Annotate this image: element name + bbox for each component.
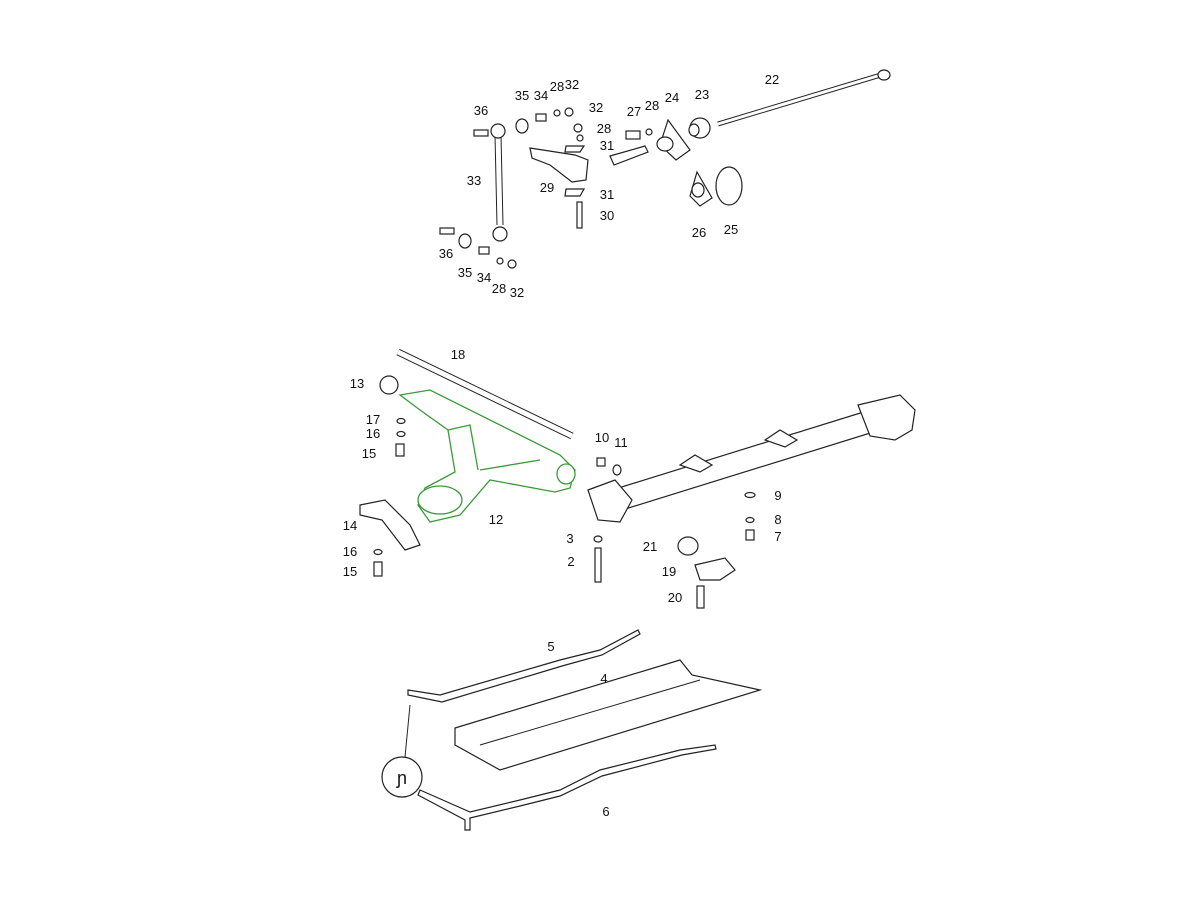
bushing-23[interactable]	[688, 117, 711, 139]
bolt-27[interactable]	[625, 130, 641, 140]
lower-bushings[interactable]	[439, 227, 517, 269]
bracket-14[interactable]	[359, 499, 421, 551]
stabilizer-bar-22[interactable]	[717, 69, 891, 127]
hardware-15-16[interactable]	[373, 548, 383, 577]
skid-plate-4[interactable]	[454, 659, 763, 771]
bracket-26[interactable]	[689, 170, 713, 207]
callout-6: 6	[602, 804, 609, 819]
callout-35: 35	[458, 265, 472, 280]
callout-19: 19	[662, 564, 676, 579]
callout-23: 23	[695, 87, 709, 102]
callout-22: 22	[765, 72, 779, 87]
callout-28: 28	[492, 281, 506, 296]
callout-31: 31	[600, 138, 614, 153]
plate-31b[interactable]	[564, 188, 586, 197]
callout-25: 25	[724, 222, 738, 237]
callout-11: 11	[614, 435, 628, 450]
crossmember-tube[interactable]	[587, 394, 916, 523]
callout-18: 18	[451, 347, 465, 362]
callout-28: 28	[597, 121, 611, 136]
callout-28: 28	[645, 98, 659, 113]
detail-marker-glyph: ɲ	[396, 768, 407, 788]
callout-29: 29	[540, 180, 554, 195]
callout-36: 36	[474, 103, 488, 118]
callout-36: 36	[439, 246, 453, 261]
callout-27: 27	[627, 104, 641, 119]
hardware-7-9[interactable]	[744, 491, 756, 541]
link-rod-33[interactable]	[490, 123, 508, 242]
cover-25[interactable]	[715, 166, 743, 206]
callout-3: 3	[566, 531, 573, 546]
small-parts-left[interactable]	[395, 417, 406, 457]
callout-15: 15	[362, 446, 376, 461]
bushing-21[interactable]	[677, 536, 699, 556]
detail-marker: ɲ	[381, 704, 423, 798]
callout-34: 34	[477, 270, 491, 285]
callout-2: 2	[567, 554, 574, 569]
callout-26: 26	[692, 225, 706, 240]
strap-6[interactable]	[417, 744, 717, 831]
callout-7: 7	[774, 529, 781, 544]
callout-14: 14	[343, 518, 357, 533]
callout-28: 28	[550, 79, 564, 94]
bolt-30[interactable]	[576, 201, 583, 229]
strap-5[interactable]	[407, 629, 641, 703]
callout-30: 30	[600, 208, 614, 223]
bolt-10[interactable]	[596, 457, 606, 467]
callout-16: 16	[366, 426, 380, 441]
upper-bushings[interactable]	[473, 107, 653, 142]
mount-24[interactable]	[656, 118, 691, 161]
callout-31: 31	[600, 187, 614, 202]
callout-20: 20	[668, 590, 682, 605]
callout-labels: 22 23 24 27 28 32 28 34 35 32 28 31 36 3…	[343, 72, 782, 819]
lever-29[interactable]	[529, 147, 589, 183]
callout-16: 16	[343, 544, 357, 559]
bolt-2[interactable]	[593, 535, 603, 583]
washer-11[interactable]	[612, 464, 622, 476]
callout-32: 32	[510, 285, 524, 300]
callout-33: 33	[467, 173, 481, 188]
cap-13[interactable]	[379, 375, 399, 395]
bolt-20[interactable]	[696, 585, 705, 609]
callout-15: 15	[343, 564, 357, 579]
callout-32: 32	[589, 100, 603, 115]
plate-31a[interactable]	[564, 145, 586, 153]
callout-13: 13	[350, 376, 364, 391]
callout-5: 5	[547, 639, 554, 654]
callout-21: 21	[643, 539, 657, 554]
control-arm-12[interactable]	[398, 389, 576, 523]
callout-8: 8	[774, 512, 781, 527]
mount-19[interactable]	[694, 557, 736, 581]
callout-24: 24	[665, 90, 679, 105]
callout-17: 17	[366, 412, 380, 427]
callout-4: 4	[600, 671, 607, 686]
callout-10: 10	[595, 430, 609, 445]
callout-12: 12	[489, 512, 503, 527]
callout-34: 34	[534, 88, 548, 103]
callout-35: 35	[515, 88, 529, 103]
link-arm[interactable]	[609, 145, 649, 166]
callout-9: 9	[774, 488, 781, 503]
torsion-bar-18[interactable]	[396, 348, 574, 440]
callout-32: 32	[565, 77, 579, 92]
